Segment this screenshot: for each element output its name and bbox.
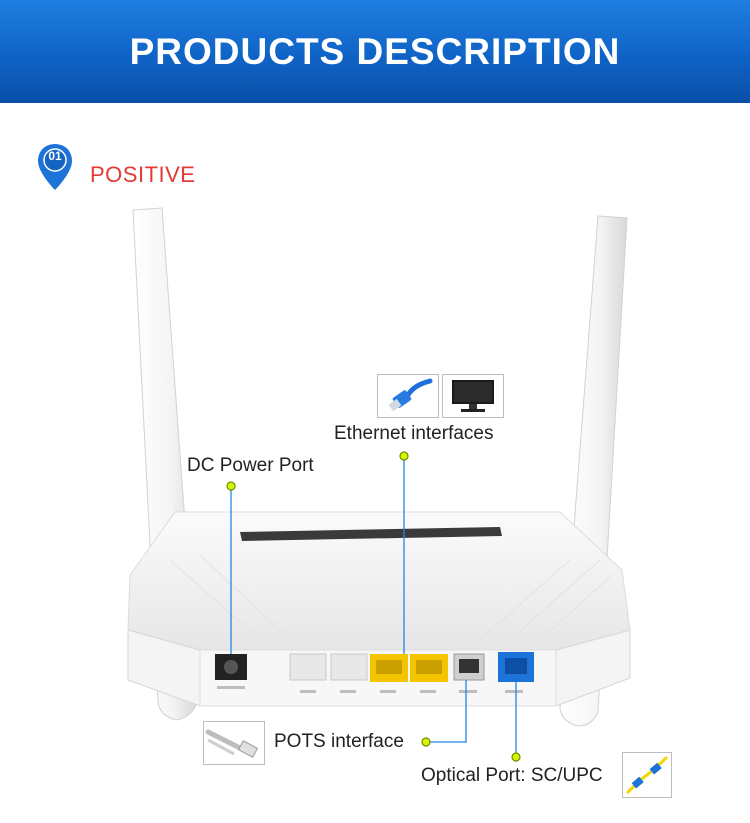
dc-power-port-label: DC Power Port bbox=[187, 455, 314, 476]
section-label: POSITIVE bbox=[90, 162, 196, 187]
dc-power-port bbox=[215, 654, 247, 680]
lan-port-empty-2 bbox=[330, 653, 368, 681]
page-title: PRODUCTS DESCRIPTION bbox=[129, 31, 621, 72]
dc-power-callout-dot bbox=[226, 481, 236, 491]
monitor-thumbnail bbox=[442, 374, 504, 418]
monitor-icon bbox=[452, 380, 494, 412]
pots-leader-line bbox=[426, 680, 467, 743]
pots-interface-label: POTS interface bbox=[274, 731, 404, 752]
fiber-cable-icon bbox=[625, 755, 669, 795]
pots-port bbox=[453, 653, 485, 681]
optical-port bbox=[498, 652, 534, 682]
section-heading: 01 POSITIVE bbox=[36, 142, 336, 192]
header-banner bbox=[0, 0, 750, 103]
fiber-cable-thumbnail bbox=[622, 752, 672, 798]
lan-port-yellow-1 bbox=[370, 654, 408, 682]
ethernet-cable-icon bbox=[388, 378, 433, 412]
ethernet-cable-thumbnail bbox=[377, 374, 439, 418]
section-number: 01 bbox=[48, 149, 62, 163]
location-pin-icon bbox=[38, 144, 72, 190]
optical-port-label: Optical Port: SC/UPC bbox=[421, 765, 603, 786]
pots-callout-dot bbox=[421, 737, 431, 747]
lan-port-empty-1 bbox=[289, 653, 327, 681]
phone-cable-icon bbox=[205, 729, 259, 758]
ethernet-callout-dot bbox=[399, 451, 409, 461]
phone-cable-thumbnail bbox=[203, 721, 265, 765]
ethernet-interfaces-label: Ethernet interfaces bbox=[334, 423, 494, 444]
optical-callout-dot bbox=[511, 752, 521, 762]
lan-port-yellow-2 bbox=[410, 654, 448, 682]
